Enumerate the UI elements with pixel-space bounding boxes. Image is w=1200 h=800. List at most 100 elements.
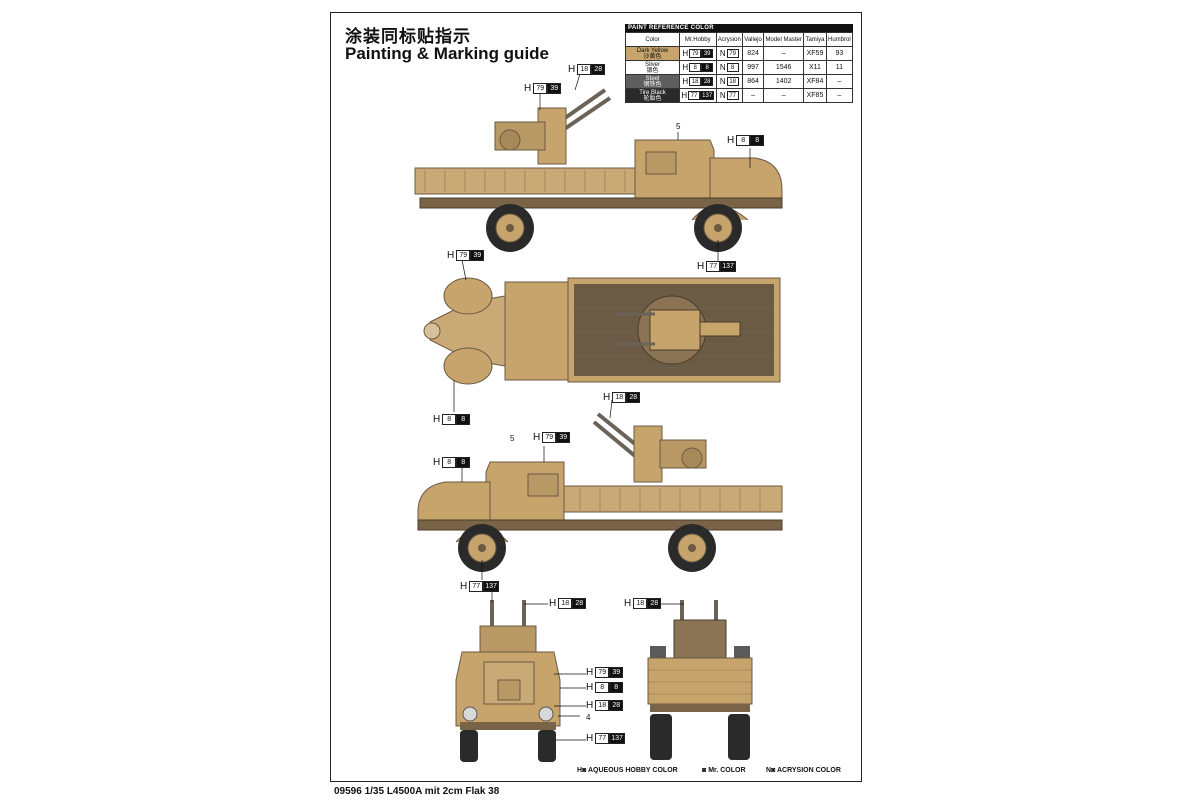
- color-name: Dark Yellow: [636, 47, 669, 54]
- flak-gun: [494, 88, 612, 165]
- product-footer: 09596 1/35 L4500A mit 2cm Flak 38: [334, 786, 500, 797]
- code: 137: [700, 91, 715, 100]
- cargo-bed: [559, 485, 783, 513]
- color-name-cn: 钢铁色: [643, 81, 662, 88]
- header-tamiya: Tamiya: [803, 32, 827, 47]
- header-mr-hobby: Mr.Hobby: [679, 32, 717, 47]
- code: 28: [701, 77, 714, 86]
- header-acrysion: Acrysion: [715, 32, 744, 47]
- right-tire: [538, 730, 556, 762]
- model-master-cell: 1546: [763, 60, 805, 75]
- color-name-cn: 轮胎色: [643, 95, 662, 102]
- vallejo-cell: –: [742, 88, 765, 103]
- truck-left-side-view: [417, 399, 783, 580]
- vallejo-cell: 997: [742, 60, 765, 75]
- color-name: Silver: [644, 61, 660, 68]
- legend-acrysion: N◙ ACRYSION COLOR: [766, 767, 841, 774]
- flak-gun-rear: [673, 600, 727, 661]
- tamiya-cell: X11: [803, 60, 827, 75]
- color-name: Tire Black: [639, 89, 666, 96]
- rear-wheel: [668, 524, 716, 572]
- legend-text: ACRYSION COLOR: [776, 767, 841, 774]
- color-name: Steel: [645, 75, 660, 82]
- left-tire: [460, 730, 478, 762]
- part-number: 5: [676, 122, 681, 131]
- humbrol-cell: –: [825, 88, 854, 103]
- code: 8: [701, 63, 714, 72]
- table-header-row: Color Mr.Hobby Acrysion Vallejo Model Ma…: [625, 32, 854, 47]
- code: 18: [689, 77, 702, 86]
- paint-reference-table: PAINT REFERENCE COLOR Color Mr.Hobby Acr…: [625, 24, 854, 103]
- instruction-sheet: [330, 12, 862, 782]
- legend-mr-color: ◙ Mr. COLOR: [702, 767, 746, 774]
- hood: [417, 481, 491, 527]
- cargo-bed: [414, 167, 646, 195]
- right-tire: [728, 714, 750, 760]
- page-title: Painting & Marking guide: [345, 44, 550, 63]
- part-number: 5: [510, 434, 515, 443]
- code: 39: [701, 49, 714, 58]
- flak-gun-top: [615, 295, 741, 365]
- code: 77: [688, 91, 701, 100]
- tamiya-cell: XF59: [803, 46, 827, 61]
- code: 18: [726, 77, 739, 86]
- flak-gun: [592, 412, 707, 483]
- code: 8: [689, 63, 702, 72]
- legend-text: Mr. COLOR: [708, 767, 746, 774]
- cab-top: [504, 281, 569, 381]
- color-name-cn: 沙黄色: [643, 53, 662, 60]
- tailgate: [647, 657, 753, 705]
- header-vallejo: Vallejo: [742, 32, 765, 47]
- tamiya-cell: XF85: [803, 88, 827, 103]
- humbrol-cell: 93: [825, 46, 854, 61]
- header-color: Color: [625, 32, 680, 47]
- page-title-chinese: 涂装同标贴指示: [345, 27, 471, 47]
- truck-front-view: [455, 592, 586, 762]
- header-humbrol: Humbrol: [825, 32, 854, 47]
- color-name-cn: 银色: [646, 67, 659, 74]
- part-number: 4: [586, 713, 591, 722]
- humbrol-cell: –: [825, 74, 854, 89]
- table-caption: PAINT REFERENCE COLOR: [625, 24, 853, 32]
- legend-h-symbol: H: [577, 767, 583, 774]
- tamiya-cell: XF84: [803, 74, 827, 89]
- truck-top-view: [423, 259, 781, 412]
- truck-right-side-view: [414, 73, 783, 262]
- legend-text: AQUEOUS HOBBY COLOR: [587, 767, 678, 774]
- legend-aqueous: H◙ AQUEOUS HOBBY COLOR: [577, 767, 678, 774]
- code: 79: [726, 49, 739, 58]
- rear-wheel: [486, 204, 534, 252]
- flak-gun-front: [479, 600, 537, 655]
- humbrol-cell: 11: [825, 60, 854, 75]
- header-model-master: Model Master: [763, 32, 805, 47]
- vallejo-cell: 824: [742, 46, 765, 61]
